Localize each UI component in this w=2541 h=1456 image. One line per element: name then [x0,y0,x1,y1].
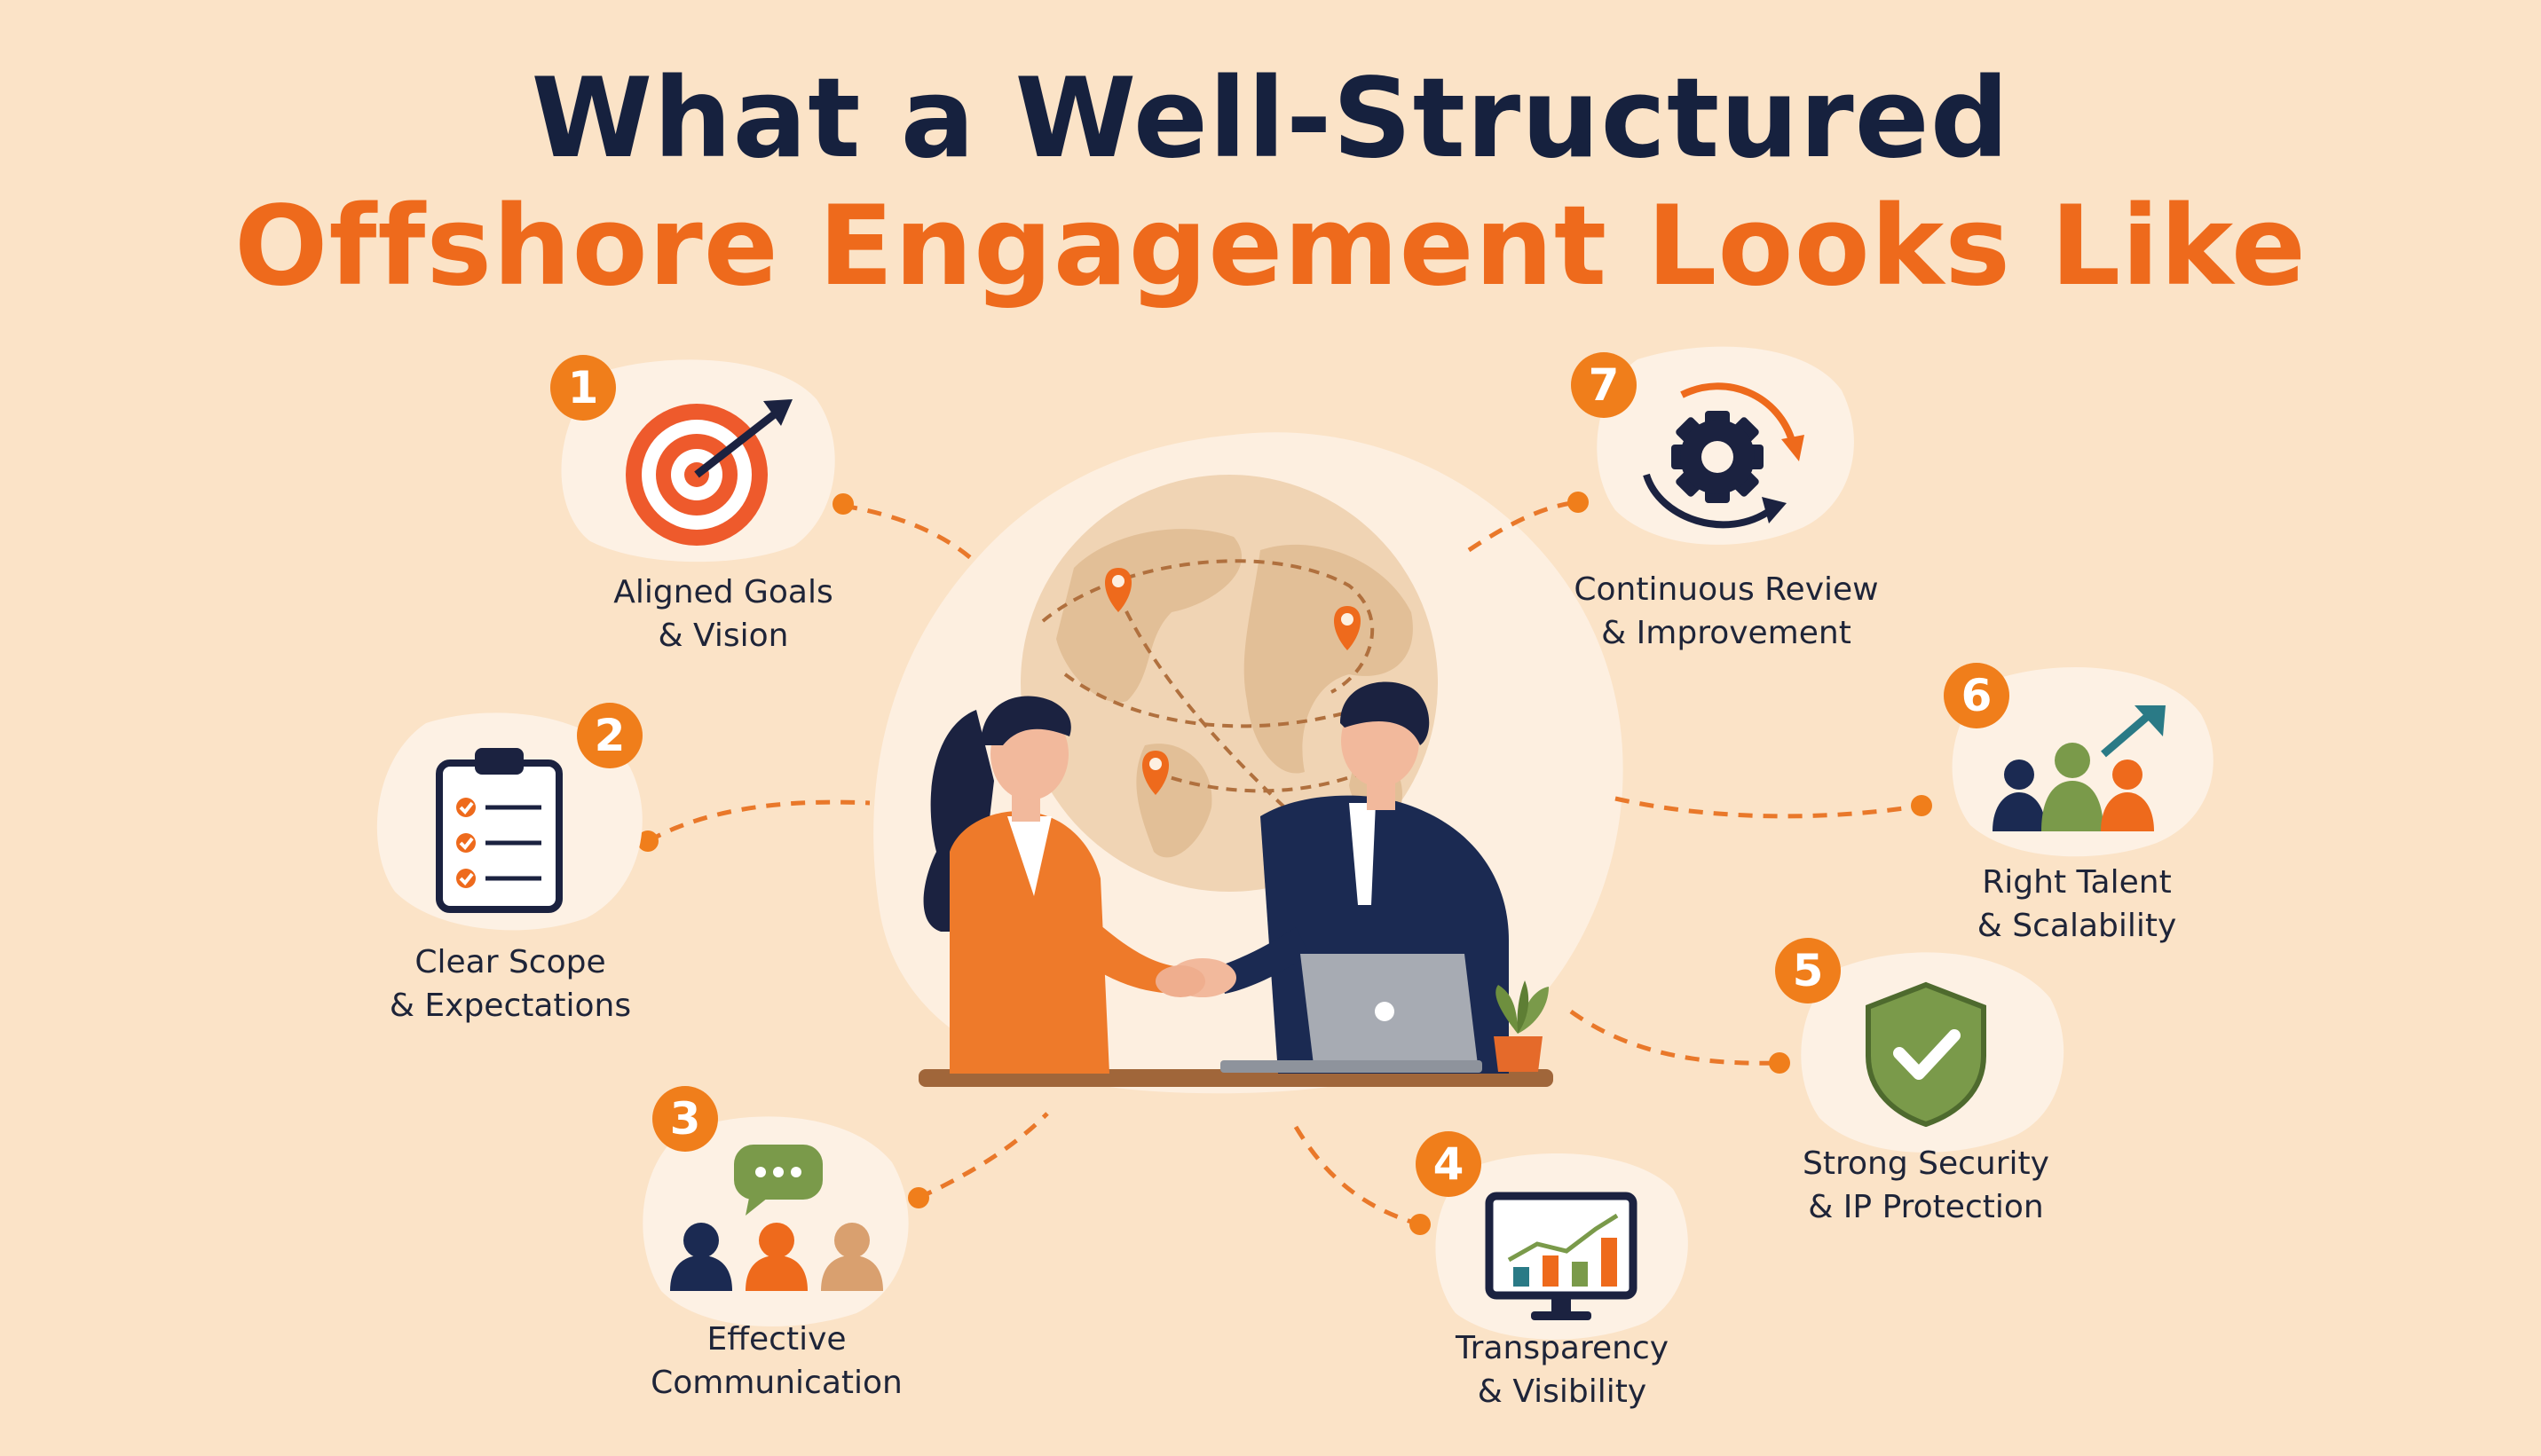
team-chat-icon [670,1145,883,1291]
item-continuous-review: 7 Continuous Review & Improvement [1558,342,1895,661]
item-label: Aligned Goals & Vision [581,571,865,657]
item-clear-scope: 2 Clear Scope & Expectations [359,703,679,1043]
label-line-2: & Expectations [389,988,632,1024]
badge-6: 6 [1944,663,2009,728]
connector-2 [646,799,871,844]
team-growth-icon [1993,705,2166,831]
laptop-icon [1220,954,1482,1073]
map-pin-icons [1105,568,1361,795]
connector-5 [1569,1009,1780,1066]
badge-7: 7 [1571,352,1637,418]
title-line-2: Offshore Engagement Looks Like [234,183,2307,311]
clipboard-checklist-icon [436,748,563,913]
connector-dots [637,492,1932,1235]
monitor-chart-icon [1485,1192,1637,1320]
label-line-2: & IP Protection [1808,1189,2044,1225]
badge-5: 5 [1775,938,1841,1003]
badge-2: 2 [577,703,643,768]
handshake [1156,958,1236,997]
connector-lines [646,500,1922,1227]
item-label: Effective Communication [630,1318,923,1405]
item-effective-communication: 3 Effective Communication [630,1082,950,1420]
connector-4 [1293,1125,1421,1227]
shield-check-icon [1866,981,1986,1127]
item-label: Strong Security & IP Protection [1775,1142,2077,1229]
label-line-1: Aligned Goals [613,574,833,610]
connector-1 [842,503,974,561]
item-label: Continuous Review & Improvement [1558,568,1895,655]
gear-cycle-icon [1643,382,1804,529]
item-aligned-goals: 1 Aligned Goals & Vision [546,342,856,670]
label-line-1: Clear Scope [414,944,606,980]
item-label: Clear Scope & Expectations [359,940,661,1027]
plant-icon [1494,980,1549,1072]
target-arrow-icon [626,399,793,546]
item-strong-security: 5 Strong Security & IP Protection [1775,938,2095,1242]
label-line-2: & Vision [658,618,789,654]
label-line-2: & Visibility [1477,1373,1647,1410]
label-line-2: & Scalability [1977,908,2177,944]
item-transparency: 4 Transparency & Visibility [1411,1131,1713,1428]
connector-7 [1467,500,1579,553]
item-right-talent: 6 Right Talent & Scalability [1926,657,2245,958]
connector-3 [917,1112,1049,1200]
title-line-1: What a Well-Structured [531,55,2010,183]
label-line-1: Continuous Review [1574,571,1879,608]
label-line-1: Right Talent [1982,864,2172,901]
badge-4: 4 [1416,1131,1481,1197]
label-line-2: Communication [651,1365,903,1401]
badge-3: 3 [652,1086,718,1152]
label-line-1: Effective [706,1321,847,1358]
item-label: Transparency & Visibility [1411,1326,1713,1413]
item-label: Right Talent & Scalability [1926,861,2228,948]
label-line-1: Strong Security [1803,1145,2049,1182]
label-line-1: Transparency [1455,1330,1669,1366]
connector-6 [1614,796,1922,819]
badge-1: 1 [550,355,616,421]
label-line-2: & Improvement [1601,615,1851,651]
woman-figure [923,696,1180,1074]
